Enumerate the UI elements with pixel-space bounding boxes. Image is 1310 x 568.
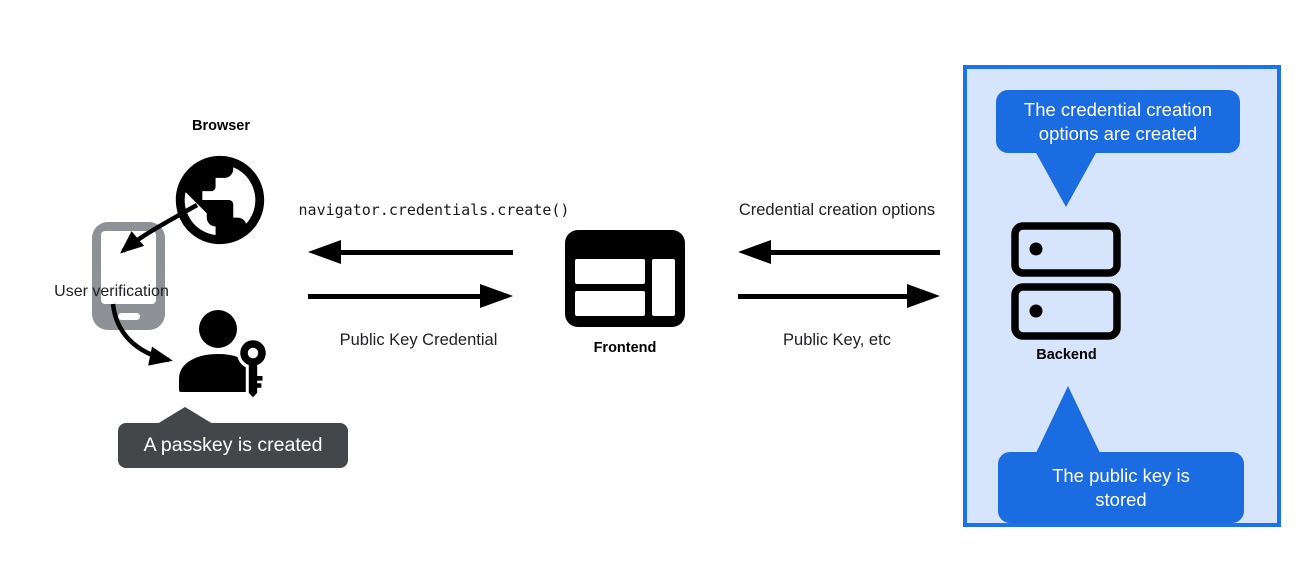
public-key-etc-label: Public Key, etc [783,331,891,349]
frontend-label: Frontend [593,340,657,356]
arrow-phone-to-user [110,303,173,366]
bubble-line: The public key is [1052,465,1190,487]
arrow-create-call [308,240,513,264]
bubble-line: stored [1095,488,1147,510]
backend-server-icon [1011,222,1121,340]
backend-label: Backend [1036,347,1097,363]
arrow-browser-to-phone [120,203,199,254]
user-key-icon [179,310,269,401]
public-key-credential-label: Public Key Credential [339,331,498,349]
arrowhead-right-icon [907,284,940,308]
bubble-line: options are created [1038,122,1198,144]
credential-creation-options-label: Credential creation options [738,201,936,219]
arrowhead-right-icon [480,284,513,308]
arrow-public-key-credential [308,284,513,308]
arrow-public-key-etc [738,284,940,308]
passkey-tooltip-tail [157,407,213,424]
browser-label: Browser [191,118,251,134]
smartphone-home-bar [118,313,140,320]
arrow-credential-options [738,240,940,264]
public-key-stored-bubble: The public key is stored [998,452,1244,523]
passkey-tooltip: A passkey is created [118,423,348,468]
credential-options-bubble: The credential creation options are crea… [996,90,1240,153]
curved-flow-arrows [110,203,199,366]
bubble-line: The credential creation [1023,99,1213,121]
frontend-window-icon [565,230,685,327]
user-verification-label: User verification [54,283,169,300]
create-call-label: navigator.credentials.create() [298,201,570,219]
passkey-tooltip-text: A passkey is created [143,434,323,456]
globe-browser-icon [175,155,265,245]
